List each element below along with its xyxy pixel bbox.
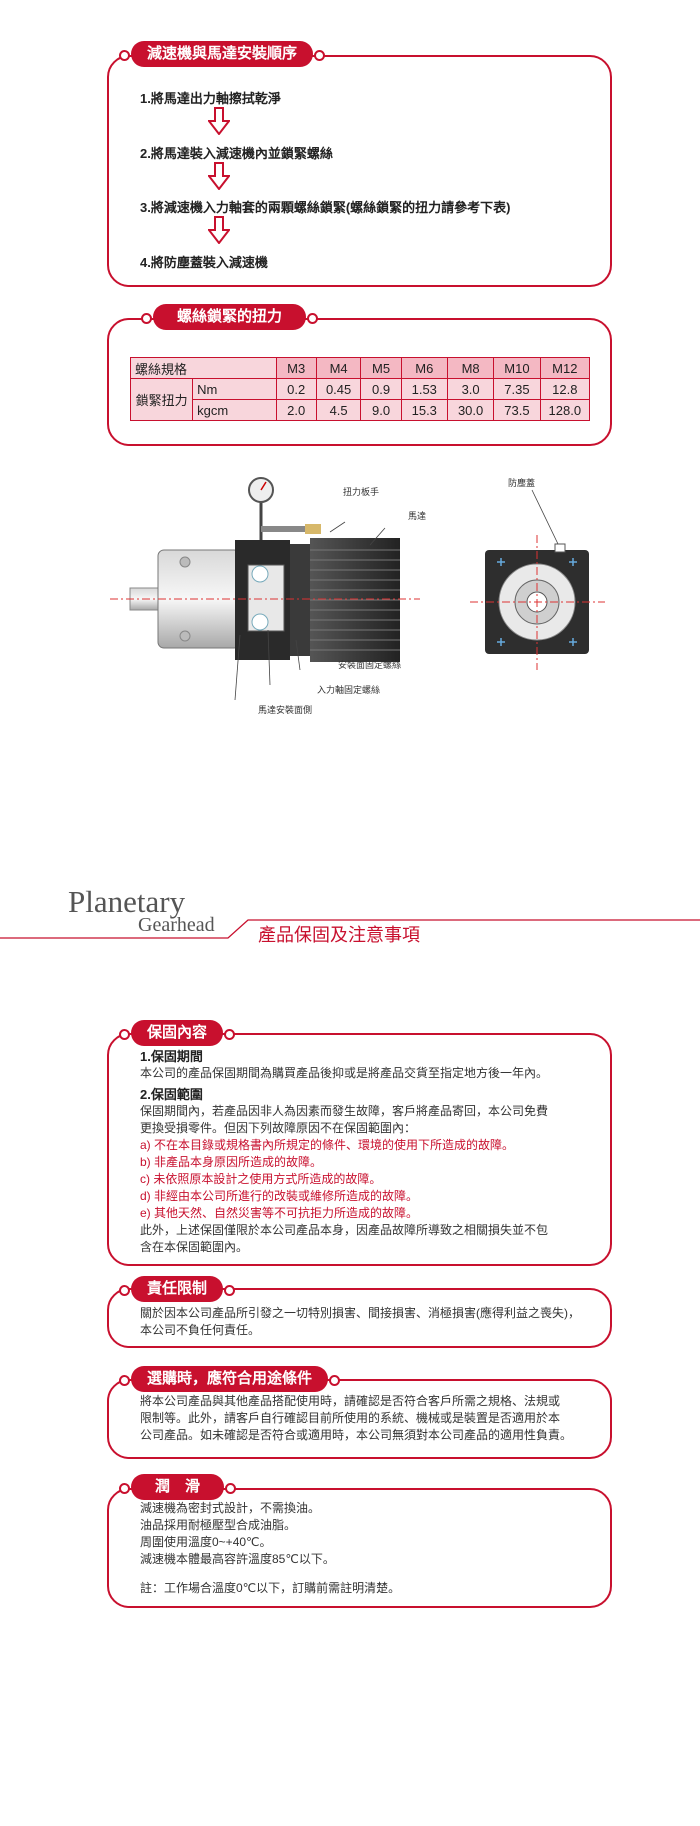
- list-item: e) 其他天然、自然災害等不可抗拒力所造成的故障。: [140, 1206, 419, 1220]
- down-arrow-icon: [208, 162, 230, 190]
- install-step-2: 2.將馬達裝入減速機內並鎖緊螺絲: [140, 146, 333, 161]
- lubrication-text: 周圍使用溫度0~+40℃。: [140, 1535, 272, 1549]
- nm-label: Nm: [192, 378, 277, 400]
- liability-body: 關於因本公司產品所引發之一切特別損害、間接損害、消極損害(應得利益之喪失)， 本…: [140, 1305, 605, 1339]
- mount-screw-label: 安裝面固定螺絲: [338, 660, 402, 670]
- table-cell: 0.45: [315, 378, 362, 400]
- brand-line1: Planetary: [68, 884, 186, 919]
- liability-text: 關於因本公司產品所引發之一切特別損害、間接損害、消極損害(應得利益之喪失)，: [140, 1306, 580, 1320]
- install-step-1: 1.將馬達出力軸擦拭乾淨: [140, 91, 281, 106]
- table-cell: 1.53: [400, 378, 448, 400]
- warranty-body: 1.保固期間 本公司的產品保固期間為購買產品後抑或是將產品交貨至指定地方後一年內…: [140, 1048, 600, 1256]
- list-item: c) 未依照原本設計之使用方式所造成的故障。: [140, 1172, 382, 1186]
- table-cell: 0.9: [360, 378, 402, 400]
- table-cell: M12: [539, 357, 591, 379]
- table-cell: 2.0: [275, 399, 317, 421]
- selection-text: 將本公司產品與其他產品搭配使用時，請確認是否符合客戶所需之規格、法規或: [140, 1394, 561, 1408]
- table-cell: 7.35: [493, 378, 541, 400]
- kgcm-label: kgcm: [192, 399, 277, 421]
- liability-text: 本公司不負任何責任。: [140, 1323, 261, 1337]
- install-step-3: 3.將減速機入力軸套的兩顆螺絲鎖緊(螺絲鎖緊的扭力請參考下表): [140, 200, 511, 215]
- table-cell: M3: [275, 357, 317, 379]
- table-cell: 4.5: [315, 399, 362, 421]
- lubrication-text: 油品採用耐極壓型合成油脂。: [140, 1518, 297, 1532]
- table-cell: 128.0: [539, 399, 591, 421]
- wrench-label: 扭力板手: [343, 487, 380, 497]
- down-arrow-icon: [208, 216, 230, 244]
- lubrication-body: 減速機為密封式設計，不需換油。 油品採用耐極壓型合成油脂。 周圍使用溫度0~+4…: [140, 1500, 600, 1597]
- dust-cover-label: 防塵蓋: [508, 478, 536, 488]
- torque-table: 螺絲規格 M3 M4 M5 M6 M8 M10 M12 鎖緊扭力 Nm 0.2 …: [129, 357, 591, 421]
- table-cell: 30.0: [446, 399, 495, 421]
- install-title: 減速機與馬達安裝順序: [118, 41, 326, 67]
- brand-heading: 產品保固及注意事項: [258, 925, 420, 945]
- install-step-4: 4.將防塵蓋裝入減速機: [140, 255, 268, 270]
- selection-body: 將本公司產品與其他產品搭配使用時，請確認是否符合客戶所需之規格、法規或 限制等。…: [140, 1393, 605, 1444]
- install-section: [107, 55, 612, 287]
- list-item: d) 非經由本公司所進行的改裝或維修所造成的故障。: [140, 1189, 419, 1203]
- warranty-footer: 含在本保固範圍內。: [140, 1240, 249, 1254]
- period-title: 1.保固期間: [140, 1049, 203, 1064]
- table-cell: 15.3: [400, 399, 448, 421]
- list-item: a) 不在本目錄或規格書內所規定的條件、環境的使用下所造成的故障。: [140, 1138, 515, 1152]
- lubrication-title: 潤 滑: [118, 1474, 237, 1500]
- gearhead-assembly-diagram: [110, 477, 605, 701]
- selection-text: 公司產品。如未確認是否符合或適用時，本公司無須對本公司產品的適用性負責。: [140, 1428, 573, 1442]
- lubrication-text: 減速機本體最高容許溫度85℃以下。: [140, 1552, 335, 1566]
- lubrication-section: [107, 1488, 612, 1608]
- table-cell: 9.0: [360, 399, 402, 421]
- motor-label: 馬達: [408, 511, 427, 521]
- table-cell: 0.2: [275, 378, 317, 400]
- brand-line2: Gearhead: [138, 914, 215, 936]
- down-arrow-icon: [208, 107, 230, 135]
- scope-title: 2.保固範圍: [140, 1087, 203, 1102]
- scope-text: 更換受損零件。但因下列故障原因不在保固範圍內：: [140, 1121, 417, 1135]
- period-text: 本公司的產品保固期間為購買產品後抑或是將產品交貨至指定地方後一年內。: [140, 1066, 549, 1080]
- lubrication-note: 註：工作場合溫度0℃以下，訂購前需註明清楚。: [140, 1581, 401, 1595]
- torque-label: 鎖緊扭力: [129, 378, 194, 421]
- spec-label: 螺絲規格: [130, 357, 277, 379]
- liability-title: 責任限制: [118, 1276, 236, 1302]
- table-cell: 73.5: [493, 399, 541, 421]
- torque-title: 螺絲鎖緊的扭力: [140, 304, 319, 330]
- warranty-footer: 此外，上述保固僅限於本公司產品本身，因產品故障所導致之相關損失並不包: [140, 1223, 549, 1237]
- brand-divider: [0, 919, 700, 939]
- scope-text: 保固期間內，若產品因非人為因素而發生故障，客戶將產品寄回，本公司免費: [140, 1104, 549, 1118]
- list-item: b) 非產品本身原因所造成的故障。: [140, 1155, 323, 1169]
- warranty-section: [107, 1033, 612, 1266]
- lubrication-text: 減速機為密封式設計，不需換油。: [140, 1501, 321, 1515]
- table-cell: M4: [315, 357, 362, 379]
- table-cell: 3.0: [446, 378, 495, 400]
- table-cell: M8: [446, 357, 495, 379]
- table-cell: M6: [400, 357, 448, 379]
- table-cell: 12.8: [539, 378, 591, 400]
- selection-section: [107, 1379, 612, 1459]
- motor-face-label: 馬達安裝面側: [258, 705, 313, 715]
- warranty-title: 保固內容: [118, 1020, 236, 1046]
- selection-title: 選購時，應符合用途條件: [118, 1366, 341, 1392]
- selection-text: 限制等。此外，請客戶自行確認目前所使用的系統、機械或是裝置是否適用於本: [140, 1411, 561, 1425]
- table-cell: M10: [493, 357, 541, 379]
- table-cell: M5: [360, 357, 402, 379]
- input-screw-label: 入力軸固定螺絲: [317, 685, 381, 695]
